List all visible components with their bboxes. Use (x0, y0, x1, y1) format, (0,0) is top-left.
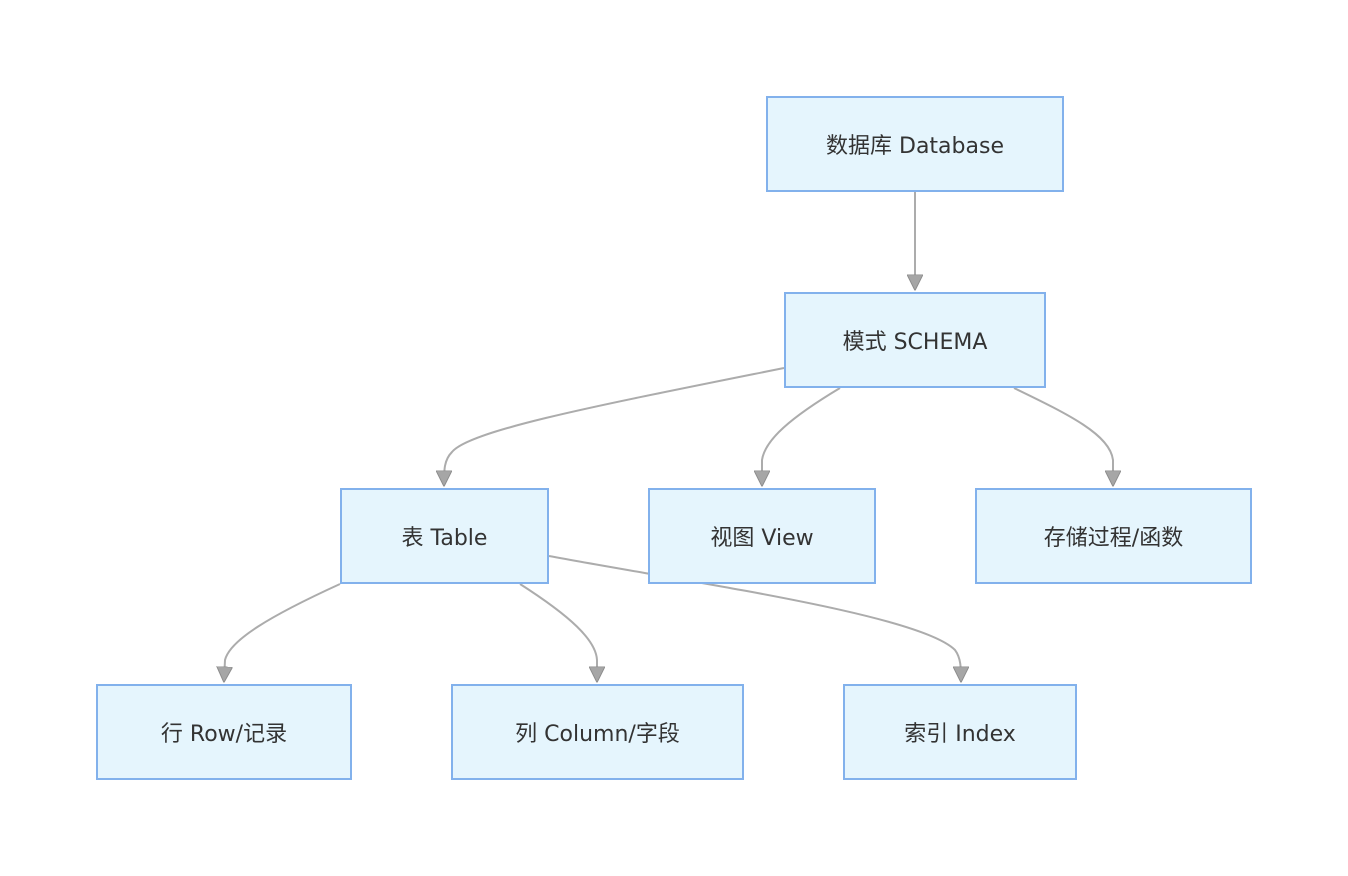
node-table: 表 Table (340, 488, 549, 584)
node-procedure: 存储过程/函数 (975, 488, 1252, 584)
node-database-label: 数据库 Database (826, 134, 1004, 159)
node-view: 视图 View (648, 488, 876, 584)
edge-schema-view (762, 387, 841, 485)
node-schema: 模式 SCHEMA (784, 292, 1046, 388)
node-database: 数据库 Database (766, 96, 1064, 192)
edge-schema-table (444, 367, 785, 485)
edge-table-row (224, 583, 341, 681)
node-schema-label: 模式 SCHEMA (842, 330, 988, 355)
node-row: 行 Row/记录 (96, 684, 352, 780)
node-index: 索引 Index (843, 684, 1077, 780)
node-column: 列 Column/字段 (451, 684, 744, 780)
node-row-label: 行 Row/记录 (160, 722, 288, 747)
node-procedure-label: 存储过程/函数 (1043, 526, 1184, 551)
node-view-label: 视图 View (710, 526, 814, 551)
node-index-label: 索引 Index (904, 722, 1016, 747)
node-table-label: 表 Table (401, 526, 488, 551)
node-column-label: 列 Column/字段 (515, 722, 680, 747)
edge-table-column (519, 583, 597, 681)
edge-schema-procedure (1013, 387, 1113, 485)
